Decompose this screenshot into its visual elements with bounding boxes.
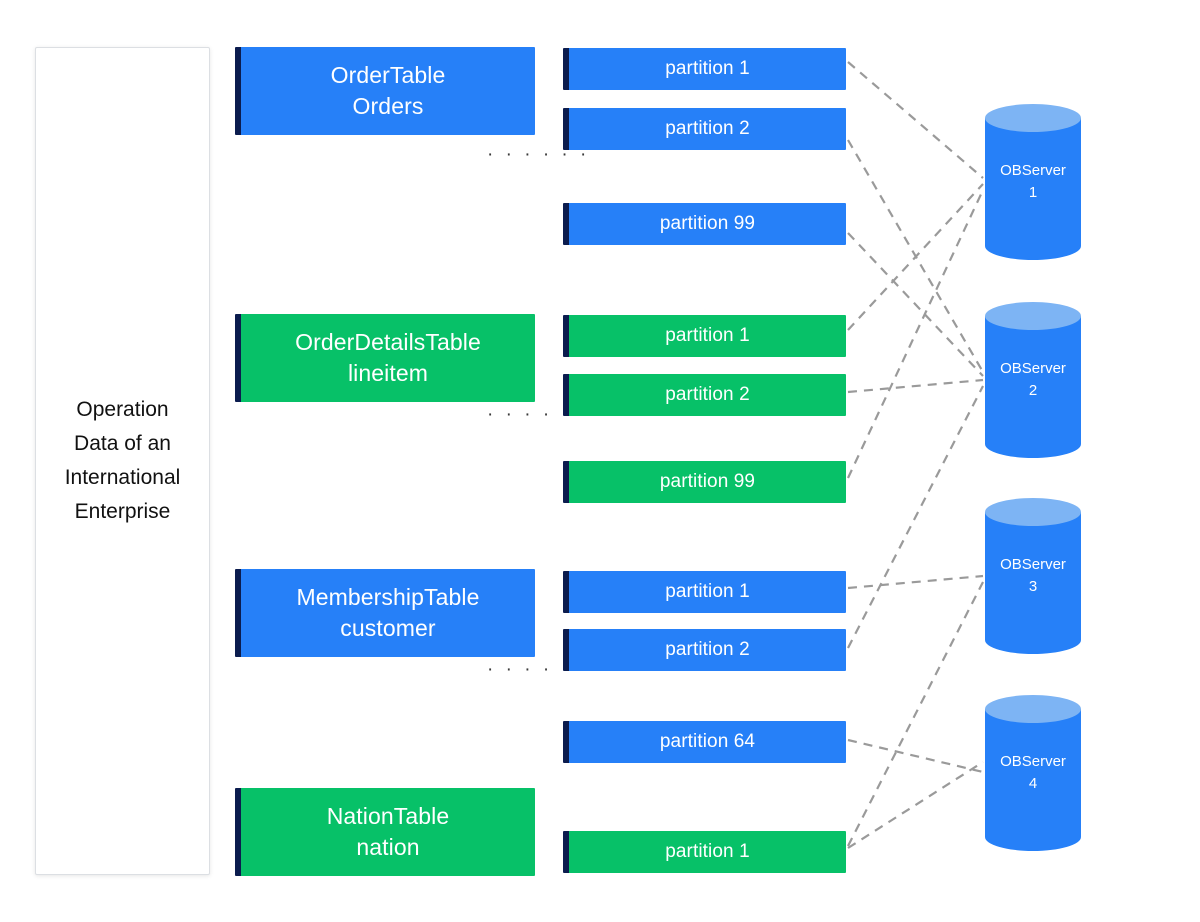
ellipsis-membershiptable: · · · · · · [487,659,590,680]
partition-label: partition 1 [665,325,750,346]
partition-box-ordertable-partition-99[interactable]: partition 99 [563,203,846,245]
partition-label: partition 2 [665,384,750,405]
cylinder-body [985,316,1081,444]
connection-line-7 [847,385,984,649]
cylinder-top-ellipse [985,302,1081,330]
cylinder-body [985,118,1081,246]
partition-box-membershiptable-partition-1[interactable]: partition 1 [563,571,846,613]
partition-box-nationtable-partition-1[interactable]: partition 1 [563,831,846,873]
partition-box-orderdetailstable-partition-1[interactable]: partition 1 [563,315,846,357]
partition-box-membershiptable-partition-2[interactable]: partition 2 [563,629,846,671]
table-box-nationtable[interactable]: NationTable nation [235,788,535,876]
cylinder-top-ellipse [985,104,1081,132]
partition-box-ordertable-partition-2[interactable]: partition 2 [563,108,846,150]
table-box-label: OrderTable Orders [330,62,446,119]
connection-line-9 [847,761,984,849]
cylinder-top-ellipse [985,498,1081,526]
source-data-panel: Operation Data of an International Enter… [35,47,210,875]
cylinder-body [985,709,1081,837]
ellipsis-orderdetailstable: · · · · · · [487,404,590,425]
connection-line-5 [847,189,984,479]
table-box-membershiptable[interactable]: MembershipTable customer [235,569,535,657]
connection-line-4 [847,378,984,394]
connection-line-8 [847,738,984,774]
partition-box-orderdetailstable-partition-99[interactable]: partition 99 [563,461,846,503]
partition-label: partition 99 [659,213,756,234]
table-box-label: MembershipTable customer [296,584,480,641]
cylinder-body [985,512,1081,640]
connection-line-6 [847,574,984,590]
partition-label: partition 2 [665,639,750,660]
cylinder-top-ellipse [985,695,1081,723]
partition-label: partition 99 [659,471,756,492]
ellipsis-ordertable: · · · · · · [487,144,590,165]
connection-line-2 [847,232,984,377]
table-box-orderdetailstable[interactable]: OrderDetailsTable lineitem [235,314,535,402]
connection-line-0 [847,61,984,179]
partition-box-membershiptable-partition-64[interactable]: partition 64 [563,721,846,763]
partition-label: partition 1 [665,58,750,79]
table-box-label: NationTable nation [326,803,450,860]
partition-box-ordertable-partition-1[interactable]: partition 1 [563,48,846,90]
connection-line-3 [847,183,984,331]
source-data-label: Operation Data of an International Enter… [64,398,181,523]
partition-label: partition 1 [665,581,750,602]
partition-label: partition 2 [665,118,750,139]
partition-box-orderdetailstable-partition-2[interactable]: partition 2 [563,374,846,416]
connection-line-1 [847,139,984,373]
partition-label: partition 64 [659,731,756,752]
partition-label: partition 1 [665,841,750,862]
table-box-label: OrderDetailsTable lineitem [295,329,481,386]
connection-line-10 [847,581,984,847]
table-box-ordertable[interactable]: OrderTable Orders [235,47,535,135]
